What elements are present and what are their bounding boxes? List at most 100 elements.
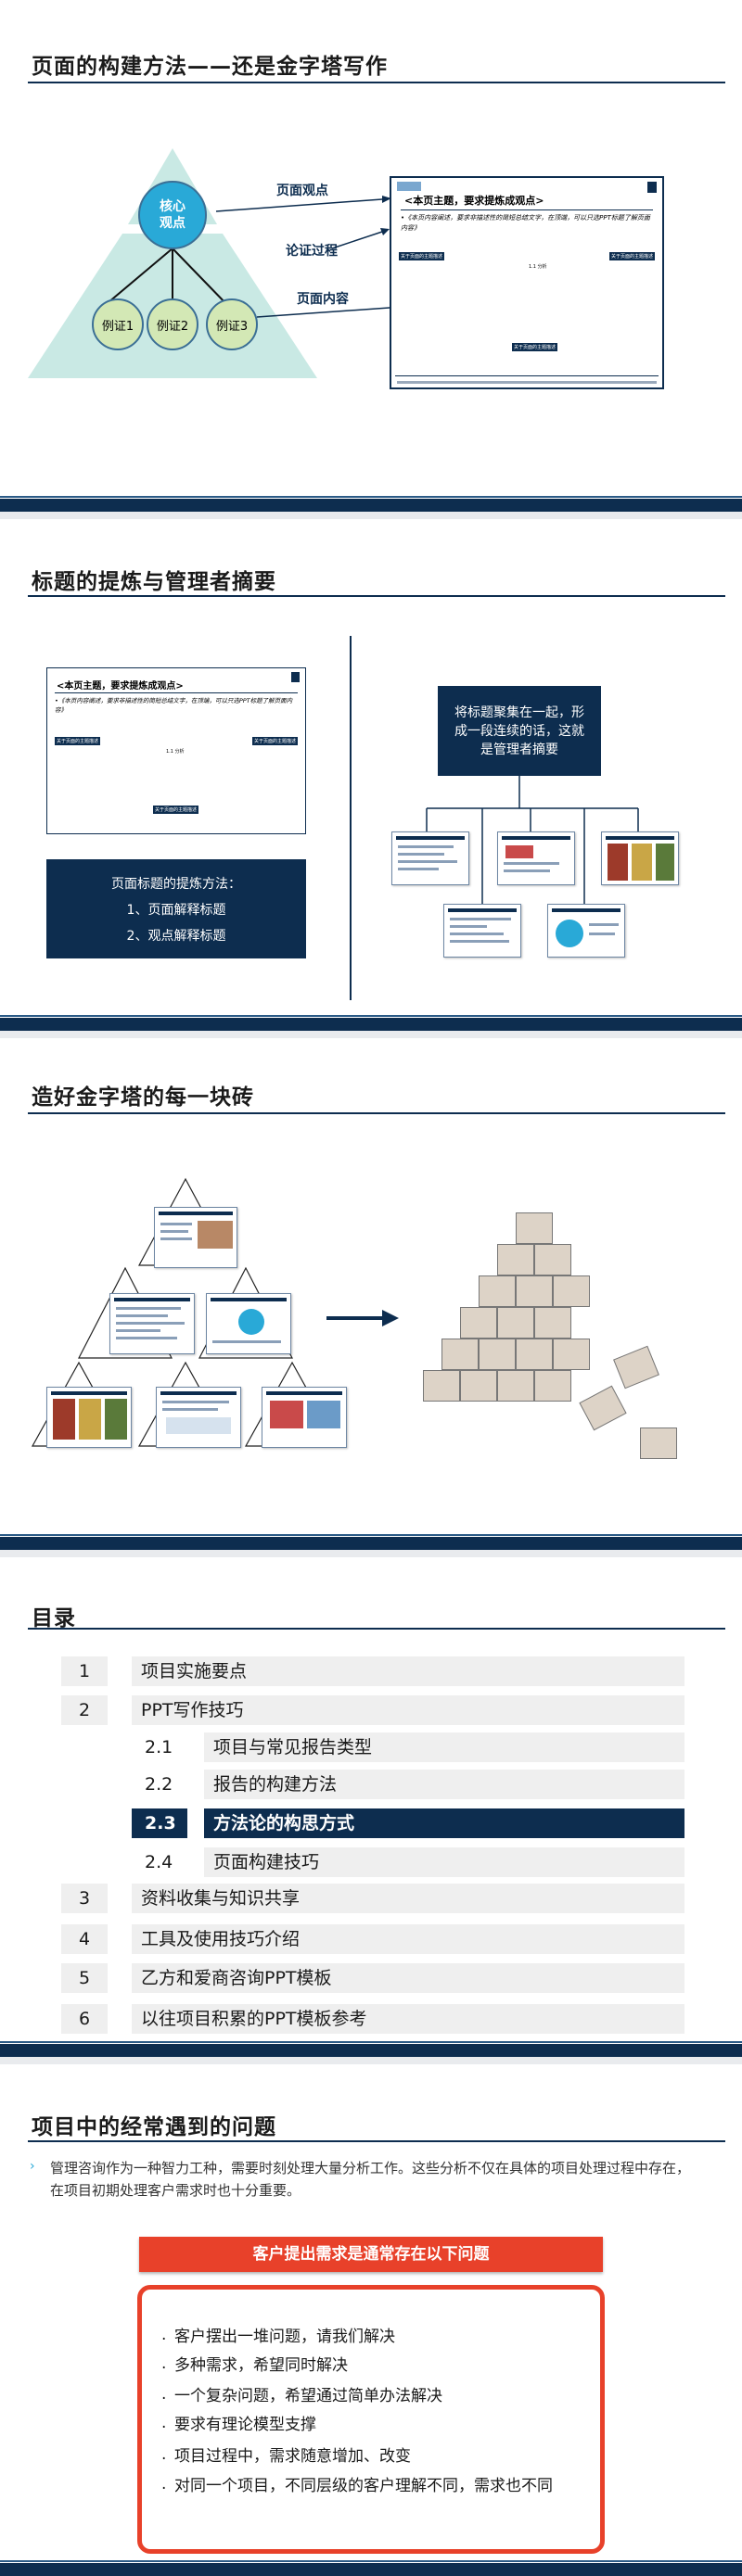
bullet-dot-icon: . (161, 2354, 167, 2373)
toc-number-box (61, 1695, 108, 1725)
doc-text: •《本页内容阐述，要求非描述性的简短总结文字，在顶端，可以只选PPT标题了解页面… (55, 697, 293, 714)
doc-footer-line (397, 381, 657, 384)
summary-thumb-4 (443, 904, 521, 958)
doc-col-right: 关于页面的主题描述 (608, 252, 655, 260)
method-item-2: 2、观点解释标题 (126, 929, 226, 944)
toc-item[interactable]: 2.4 页面构建技巧 (0, 1847, 742, 1877)
evidence-label-2: 例证2 (156, 320, 189, 334)
toc-label: 资料收集与知识共享 (132, 1884, 684, 1913)
doc-bottom-label: 关于页面的主题描述 (512, 343, 558, 351)
toc-number: 2.3 (132, 1808, 187, 1838)
doc-text: •《本页内容阐述，要求非描述性的简短总结文字，在顶端，可以只选PPT标题了解页面… (401, 214, 650, 232)
summary-box: 将标题聚集在一起，形成一段连续的话，这就是管理者摘要 (438, 686, 601, 776)
toc-number: 2.1 (132, 1732, 187, 1762)
evidence-circle-2 (147, 298, 198, 350)
doc-footer-rule (395, 375, 659, 376)
doc-divider (55, 692, 298, 693)
page-title: 目录 (32, 1606, 76, 1631)
arrow-head (382, 1310, 399, 1326)
evidence-label-1: 例证1 (101, 320, 134, 334)
summary-thumb-2 (497, 831, 575, 885)
summary-thumb-1 (391, 831, 469, 885)
page-title: 项目中的经常遇到的问题 (32, 2115, 276, 2139)
problem-item: .要求有理论模型支撑 (161, 2414, 316, 2434)
bullet-dot-icon: . (161, 2475, 167, 2494)
problem-item: .客户摆出一堆问题，请我们解决 (161, 2326, 395, 2346)
slide-footer (0, 2560, 742, 2576)
evidence-circle-1 (92, 298, 144, 350)
toc-item[interactable]: 2.3 方法论的构思方式 (0, 1808, 742, 1838)
core-label: 核心 观点 (160, 199, 186, 231)
problem-item: .一个复杂问题，希望通过简单办法解决 (161, 2385, 442, 2405)
method-box: 页面标题的提炼方法： 1、页面解释标题 2、观点解释标题 (46, 859, 306, 958)
doc-divider (401, 209, 653, 210)
doc-bottom-label: 关于页面的主题描述 (153, 806, 199, 814)
doc-col-left: 关于页面的主题描述 (399, 252, 445, 260)
toc-number: 2 (78, 1700, 91, 1720)
problem-item: .多种需求，希望同时解决 (161, 2354, 348, 2375)
slide-pyramid-bricks: 造好金字塔的每一块砖 (0, 1038, 742, 1550)
doc-col-mid: 1.1 分析 (529, 264, 547, 270)
toc-number-box (61, 1963, 108, 1993)
label-page-content: 页面内容 (297, 292, 349, 307)
problem-item: .项目过程中，需求随意增加、改变 (161, 2445, 411, 2466)
core-circle (138, 181, 207, 249)
toc-label: 工具及使用技巧介绍 (132, 1924, 684, 1954)
title-divider (28, 595, 725, 597)
toc-label: 方法论的构思方式 (204, 1808, 684, 1838)
toc-item[interactable]: 3 资料收集与知识共享 (0, 1884, 742, 1913)
evidence-label-3: 例证3 (215, 320, 249, 334)
summary-thumb-3 (601, 831, 679, 885)
bullet-dot-icon: . (161, 2385, 167, 2404)
problems-box (137, 2285, 605, 2554)
page-template-doc: <本页主题，要求提炼成观点> •《本页内容阐述，要求非描述性的简短总结文字，在顶… (46, 667, 306, 834)
doc-corner-icon (291, 672, 300, 682)
intro-text: 管理咨询作为一种智力工种，需要时刻处理大量分析工作。这些分析不仅在具体的项目处理… (50, 2160, 691, 2199)
bullet-dot-icon: . (161, 2414, 167, 2432)
pyramid-thumb-mid-right (206, 1293, 291, 1354)
doc-col-left: 关于页面的主题描述 (55, 737, 101, 745)
toc-label: 页面构建技巧 (204, 1847, 684, 1877)
toc-number: 2.2 (132, 1770, 187, 1799)
toc-item[interactable]: 2.1 项目与常见报告类型 (0, 1732, 742, 1762)
method-item-1: 1、页面解释标题 (126, 903, 226, 918)
evidence-circle-3 (206, 298, 258, 350)
page-title: 标题的提炼与管理者摘要 (32, 570, 276, 594)
toc-item[interactable]: 4 工具及使用技巧介绍 (0, 1924, 742, 1954)
title-divider (28, 1112, 725, 1114)
page-template-doc: <本页主题，要求提炼成观点> •《本页内容阐述，要求非描述性的简短总结文字，在顶… (390, 176, 664, 389)
bullet-dot-icon: . (161, 2445, 167, 2464)
slide-footer (0, 2041, 742, 2057)
toc-number: 2.4 (132, 1847, 187, 1877)
method-heading: 页面标题的提炼方法： (111, 877, 241, 892)
label-page-view: 页面观点 (276, 184, 328, 198)
toc-label: 项目实施要点 (132, 1656, 684, 1686)
pyramid-thumb-bottom-right (262, 1387, 347, 1448)
slide-footer (0, 496, 742, 512)
slide-common-problems: 项目中的经常遇到的问题 › 管理咨询作为一种智力工种，需要时刻处理大量分析工作。… (0, 2064, 742, 2576)
title-divider (28, 82, 725, 83)
page-title: 造好金字塔的每一块砖 (32, 1085, 254, 1110)
title-divider (28, 1628, 725, 1630)
toc-number: 5 (78, 1968, 91, 1988)
toc-number: 3 (78, 1888, 91, 1909)
toc-label: 项目与常见报告类型 (204, 1732, 684, 1762)
doc-corner-icon (647, 182, 657, 193)
summary-tree (426, 776, 639, 904)
pyramid-thumb-bottom-mid (156, 1387, 241, 1448)
pyramid-thumb-mid-left (109, 1293, 195, 1354)
toc-number: 4 (78, 1929, 91, 1949)
intro-bullet-icon: › (30, 2159, 35, 2174)
doc-col-mid: 1.1 分析 (166, 749, 185, 755)
toc-number-box (61, 1884, 108, 1913)
doc-logo (397, 182, 421, 191)
bullet-dot-icon: . (161, 2326, 167, 2344)
toc-item[interactable]: 5 乙方和爱商咨询PPT模板 (0, 1963, 742, 1993)
problems-banner: 客户提出需求是通常存在以下问题 (139, 2237, 603, 2272)
problem-item: .对同一个项目，不同层级的客户理解不同，需求也不同 (161, 2475, 553, 2495)
toc-label: 乙方和爱商咨询PPT模板 (132, 1963, 684, 1993)
